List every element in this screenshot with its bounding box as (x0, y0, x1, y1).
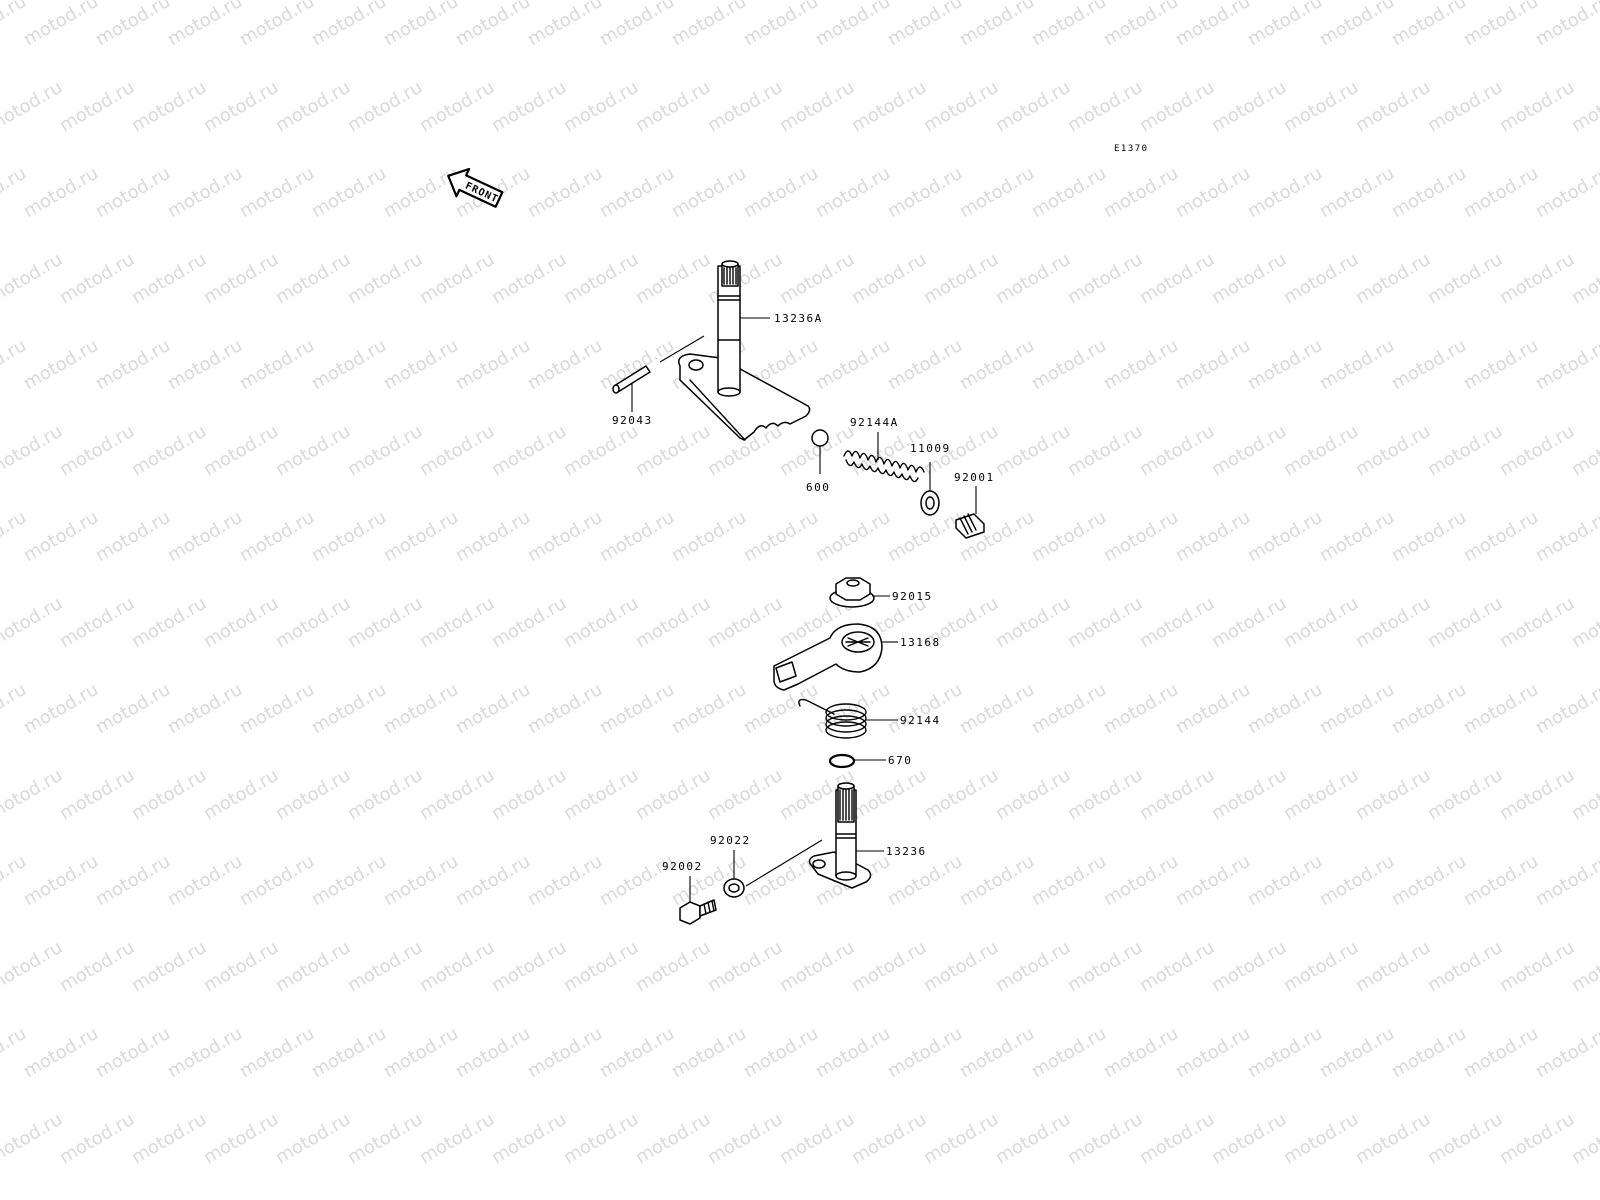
label-13168: 13168 (900, 636, 941, 649)
label-92015: 92015 (892, 590, 933, 603)
part-92022-washer[interactable] (723, 850, 745, 898)
part-92144-torsion-spring[interactable] (798, 698, 898, 739)
label-13236: 13236 (886, 845, 927, 858)
label-600: 600 (806, 481, 830, 494)
part-13168-lever[interactable] (773, 623, 898, 691)
label-92144A: 92144A (850, 416, 899, 429)
label-92002: 92002 (662, 860, 703, 873)
front-arrow-icon: FRONT (447, 167, 504, 208)
part-13236-shaft[interactable] (745, 782, 884, 889)
part-92001-plug-bolt[interactable] (955, 486, 985, 539)
part-11009-washer[interactable] (920, 462, 940, 516)
label-670: 670 (888, 754, 912, 767)
label-92022: 92022 (710, 834, 751, 847)
label-92043: 92043 (612, 414, 653, 427)
label-92001: 92001 (954, 471, 995, 484)
part-92144A-spring[interactable] (843, 432, 925, 483)
diagram-code: E1370 (1114, 144, 1149, 154)
label-92144: 92144 (900, 714, 941, 727)
part-92002-bolt[interactable] (679, 876, 717, 925)
part-600-ball[interactable] (811, 429, 829, 474)
part-13236A-shaft-plate[interactable] (678, 260, 811, 441)
part-670-circlip[interactable] (828, 753, 886, 769)
part-92015-nut[interactable] (829, 577, 890, 608)
part-92043-pin[interactable] (612, 335, 705, 412)
label-13236A: 13236A (774, 312, 823, 325)
label-11009: 11009 (910, 442, 951, 455)
